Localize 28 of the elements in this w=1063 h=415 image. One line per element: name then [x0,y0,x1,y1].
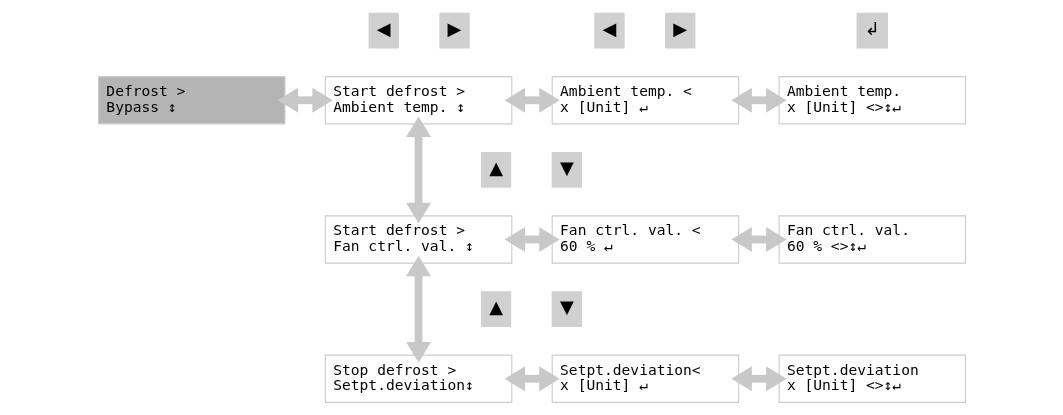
label: ▲ [488,296,503,318]
node-box: Fan ctrl. val. < 60 % ↵ [551,215,739,264]
node-box: Ambient temp. x [Unit] <>↕↵ [778,76,966,125]
label: ▼ [559,296,574,318]
arrow [504,87,560,113]
arrow [277,87,333,113]
label: ▶ [672,17,687,39]
node-box: Setpt.deviation< x [Unit] ↵ [551,354,739,403]
label: ▲ [488,157,503,179]
label: ▼ [559,157,574,179]
node-box: Start defrost > Fan ctrl. val. ↕ [324,215,512,264]
label: ▶ [447,17,461,39]
node-box: Setpt.deviation x [Unit] <>↕↵ [778,354,966,403]
label: ↲ [864,17,880,39]
arrow [405,255,431,363]
node-box: Ambient temp. < x [Unit] ↵ [551,76,739,125]
arrow [504,226,560,253]
node-box: Defrost > Bypass ↕ [97,76,285,125]
label: ◀ [602,17,616,39]
arrow [405,116,431,224]
label: ◀ [376,17,391,39]
node-box: Stop defrost > Setpt.deviation↕ [324,354,512,403]
arrow [730,366,787,392]
arrow [730,87,787,113]
node-box: Start defrost > Ambient temp. ↕ [324,76,512,125]
node-box: Fan ctrl. val. 60 % <>↕↵ [778,215,966,264]
arrow [730,226,787,253]
arrow [504,366,560,392]
